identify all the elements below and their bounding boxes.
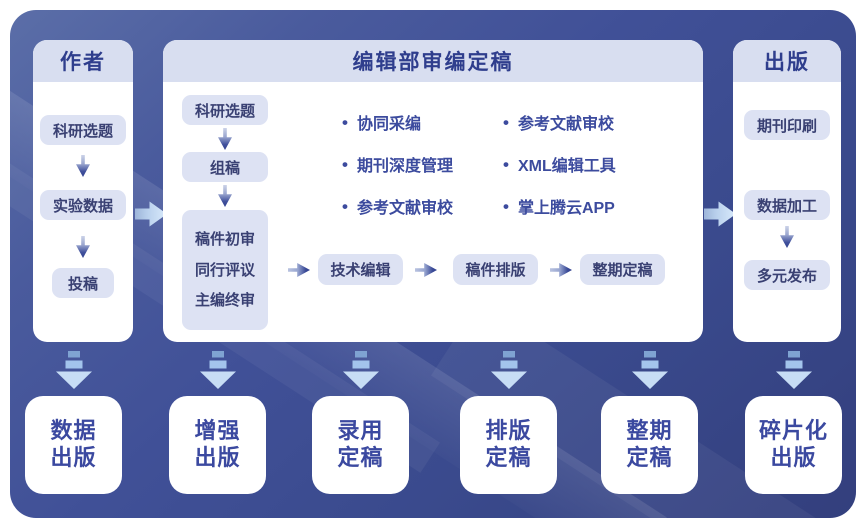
editorial-panel-body: 科研选题 组稿 稿件初审 同行评议 主编终审 • 协同采编 • 期刊深度管理 •…: [163, 82, 703, 342]
step-chip-research-topic: 科研选题: [40, 115, 126, 145]
down-arrow-icon: [76, 236, 90, 258]
output-label-line: 定稿: [337, 445, 384, 470]
review-stage-line: 同行评议: [194, 261, 255, 279]
big-down-arrow-icon: [343, 351, 379, 389]
bullet-dot: •: [342, 154, 348, 174]
big-down-arrow-icon: [200, 351, 236, 389]
feature-item: • 掌上腾云APP: [503, 195, 615, 218]
editorial-panel-title: 编辑部审编定稿: [352, 51, 514, 74]
editorial-panel: 编辑部审编定稿 科研选题 组稿 稿件初审 同行评议 主编终审 • 协同采编 • …: [163, 40, 703, 342]
publish-panel-title: 出版: [764, 51, 810, 74]
output-label-line: 排版: [485, 418, 532, 444]
feature-label: 期刊深度管理: [356, 158, 453, 175]
down-arrow-icon: [780, 226, 794, 248]
feature-item: • 协同采编: [342, 111, 421, 134]
publish-panel-body: 期刊印刷 数据加工 多元发布: [733, 82, 841, 342]
output-label-line: 定稿: [485, 445, 532, 470]
bullet-dot: •: [503, 154, 509, 174]
output-box-issue-final: 整期 定稿: [601, 396, 698, 494]
step-chip-research-topic: 科研选题: [182, 95, 268, 125]
output-label-line: 增强: [194, 418, 241, 444]
right-arrow-icon: [550, 263, 572, 277]
down-arrow-icon: [76, 155, 90, 177]
output-label-line: 出版: [770, 445, 817, 470]
step-chip-submission: 投稿: [52, 268, 114, 298]
flow-chip-issue-finalization: 整期定稿: [580, 254, 665, 285]
bullet-dot: •: [503, 112, 509, 132]
author-panel: 作者 科研选题 实验数据 投稿: [33, 40, 133, 342]
bullet-dot: •: [342, 112, 348, 132]
author-panel-body: 科研选题 实验数据 投稿: [33, 82, 133, 342]
big-down-arrow-icon: [632, 351, 668, 389]
output-box-fragmented-publishing: 碎片化 出版: [745, 396, 842, 494]
output-label-line: 定稿: [626, 445, 673, 470]
feature-item: • XML编辑工具: [503, 153, 616, 176]
big-down-arrow-icon: [491, 351, 527, 389]
output-label-line: 数据: [50, 418, 97, 444]
big-down-arrow-icon: [776, 351, 812, 389]
step-chip-data-processing: 数据加工: [744, 190, 830, 220]
output-label-line: 录用: [337, 418, 384, 444]
step-chip-multichannel-release: 多元发布: [744, 260, 830, 290]
output-box-typeset-final: 排版 定稿: [460, 396, 557, 494]
output-label-line: 出版: [50, 445, 97, 470]
publish-panel: 出版 期刊印刷 数据加工 多元发布: [733, 40, 841, 342]
author-panel-title: 作者: [60, 51, 106, 74]
feature-item: • 参考文献审校: [503, 111, 614, 134]
flow-chip-typesetting: 稿件排版: [453, 254, 538, 285]
down-arrow-icon: [218, 185, 232, 207]
down-arrow-icon: [218, 128, 232, 150]
feature-label: 参考文献审校: [517, 116, 614, 133]
feature-item: • 参考文献审校: [342, 195, 453, 218]
big-right-arrow-icon: [704, 201, 736, 227]
big-right-arrow-icon: [135, 201, 167, 227]
output-label-line: 整期: [626, 418, 673, 444]
feature-label: XML编辑工具: [517, 158, 616, 175]
right-arrow-icon: [288, 263, 310, 277]
author-panel-header: 作者: [33, 40, 133, 82]
step-chip-experiment-data: 实验数据: [40, 190, 126, 220]
step-chip-manuscript-solicitation: 组稿: [182, 152, 268, 182]
review-stage-line: 主编终审: [194, 292, 255, 310]
review-stage-chip: 稿件初审 同行评议 主编终审: [182, 210, 268, 330]
editorial-panel-header: 编辑部审编定稿: [163, 40, 703, 82]
right-arrow-icon: [415, 263, 437, 277]
bullet-dot: •: [503, 196, 509, 216]
big-down-arrow-icon: [56, 351, 92, 389]
output-label-line: 碎片化: [758, 418, 828, 444]
output-box-data-publishing: 数据 出版: [25, 396, 122, 494]
output-box-enhanced-publishing: 增强 出版: [169, 396, 266, 494]
feature-label: 掌上腾云APP: [517, 200, 615, 217]
flow-chip-technical-editing: 技术编辑: [318, 254, 403, 285]
step-chip-journal-printing: 期刊印刷: [744, 110, 830, 140]
publish-panel-header: 出版: [733, 40, 841, 82]
output-label-line: 出版: [194, 445, 241, 470]
output-box-accepted-final: 录用 定稿: [312, 396, 409, 494]
feature-label: 协同采编: [356, 116, 421, 133]
feature-item: • 期刊深度管理: [342, 153, 453, 176]
bullet-dot: •: [342, 196, 348, 216]
review-stage-line: 稿件初审: [194, 230, 255, 248]
feature-label: 参考文献审校: [356, 200, 453, 217]
